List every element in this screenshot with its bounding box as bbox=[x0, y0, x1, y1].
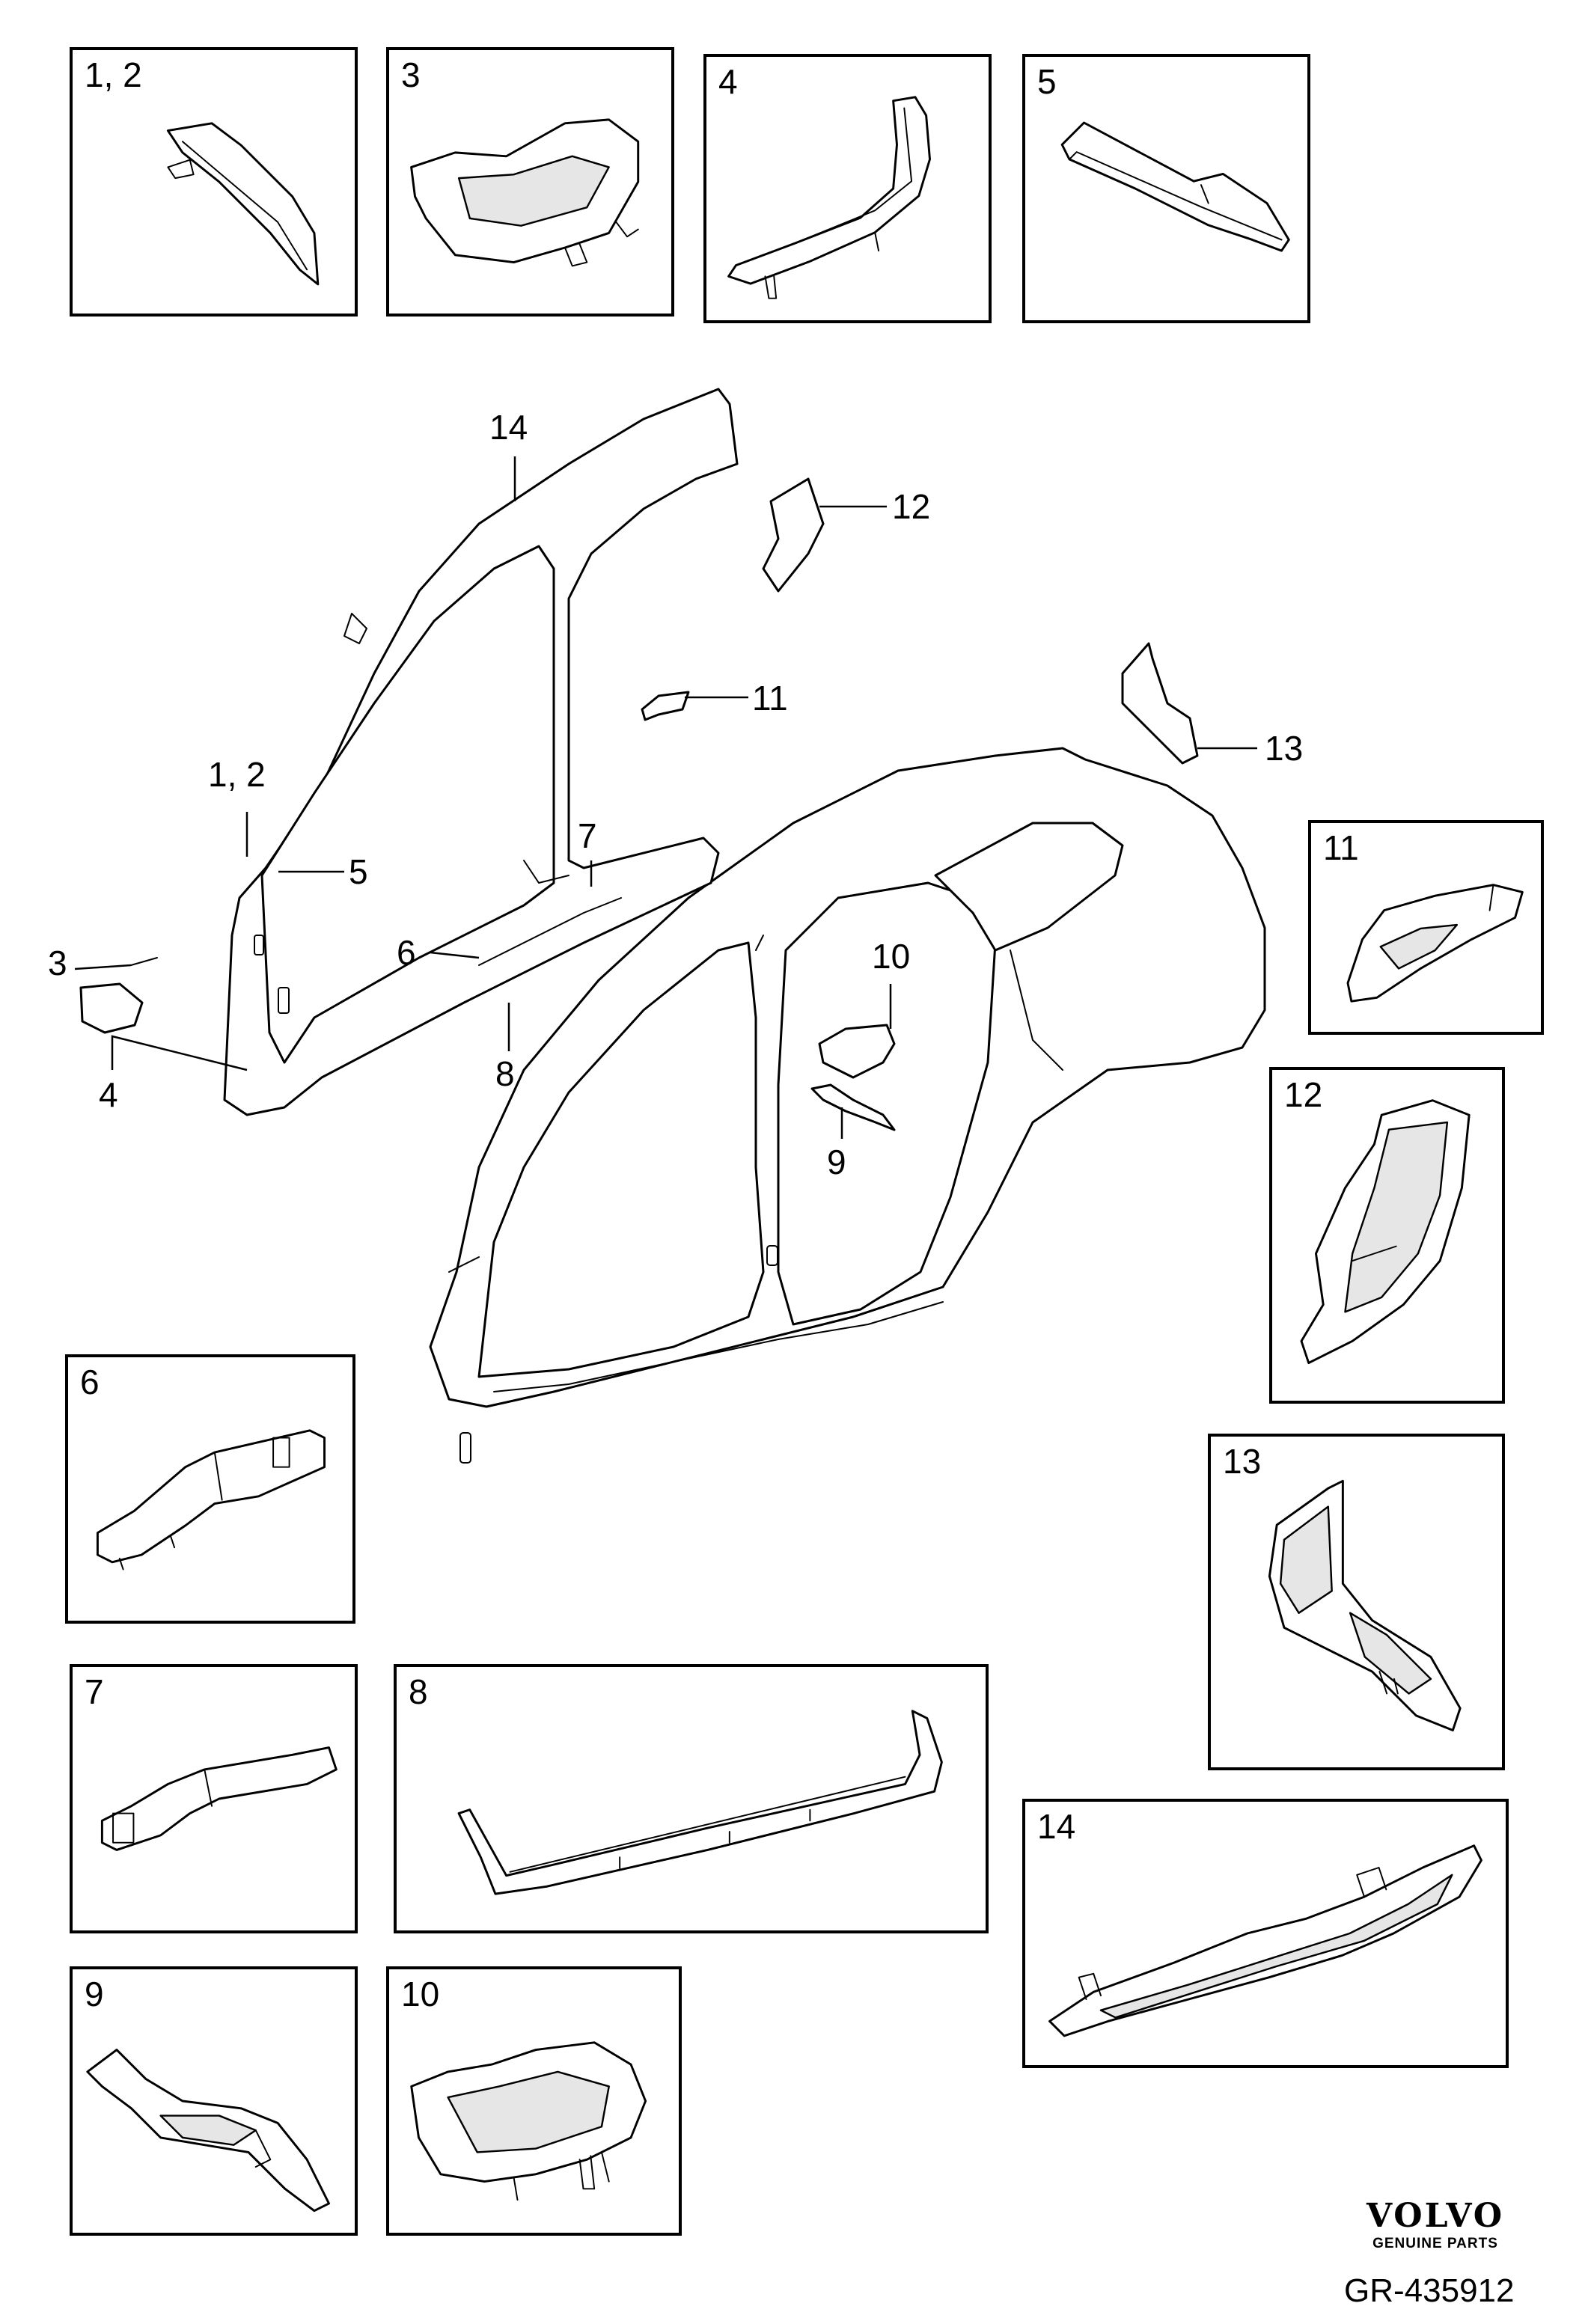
callout-9: 9 bbox=[827, 1143, 846, 1181]
detail-box-label: 10 bbox=[401, 1975, 440, 2013]
part-1-2-drawing bbox=[166, 122, 320, 286]
detail-box-label: 9 bbox=[85, 1975, 104, 2013]
part-12-small bbox=[762, 477, 825, 593]
detail-box-8: 8 bbox=[394, 1664, 989, 1933]
part-8-drawing bbox=[457, 1710, 943, 1895]
callout-10: 10 bbox=[872, 937, 911, 976]
part-10-drawing bbox=[410, 2041, 647, 2201]
detail-box-10: 10 bbox=[386, 1966, 682, 2236]
callout-13: 13 bbox=[1265, 729, 1304, 768]
detail-box-label: 4 bbox=[718, 62, 738, 101]
part-10-small bbox=[818, 1024, 896, 1079]
part-11-small bbox=[641, 691, 690, 721]
callout-7: 7 bbox=[578, 816, 597, 855]
figure-reference: GR-435912 bbox=[1344, 2272, 1515, 2309]
callout-11: 11 bbox=[752, 679, 788, 718]
leader-4 bbox=[111, 1035, 248, 1071]
detail-box-9: 9 bbox=[70, 1966, 358, 2236]
part-13-drawing bbox=[1268, 1479, 1462, 1731]
detail-box-label: 3 bbox=[401, 55, 421, 94]
detail-box-label: 11 bbox=[1323, 828, 1359, 867]
detail-box-13: 13 bbox=[1208, 1434, 1505, 1770]
detail-box-label: 12 bbox=[1284, 1075, 1323, 1114]
brand-name: VOLVO bbox=[1366, 2197, 1505, 2235]
detail-box-12: 12 bbox=[1269, 1067, 1505, 1404]
callout-3: 3 bbox=[48, 944, 67, 982]
detail-box-1-2: 1, 2 bbox=[70, 47, 358, 317]
callout-4: 4 bbox=[99, 1075, 118, 1114]
part-13-small bbox=[1121, 642, 1199, 765]
detail-box-3: 3 bbox=[386, 47, 674, 317]
detail-box-label: 5 bbox=[1037, 62, 1057, 101]
callout-1-2: 1, 2 bbox=[208, 755, 266, 794]
detail-box-6: 6 bbox=[65, 1354, 355, 1624]
part-4-drawing bbox=[727, 96, 931, 299]
callout-6: 6 bbox=[397, 933, 416, 972]
part-11-drawing bbox=[1346, 884, 1524, 1003]
detail-box-14: 14 bbox=[1022, 1799, 1509, 2068]
outer-body-side-panel bbox=[429, 747, 1266, 1464]
part-12-drawing bbox=[1300, 1099, 1471, 1365]
detail-box-4: 4 bbox=[703, 54, 992, 323]
detail-box-label: 14 bbox=[1037, 1807, 1076, 1846]
volvo-genuine-parts-logo: VOLVO GENUINE PARTS bbox=[1353, 2200, 1518, 2252]
detail-box-label: 13 bbox=[1223, 1442, 1262, 1481]
part-3-drawing bbox=[410, 118, 640, 267]
leader-3 bbox=[74, 964, 132, 970]
detail-box-5: 5 bbox=[1022, 54, 1310, 323]
detail-box-label: 1, 2 bbox=[85, 55, 142, 94]
detail-box-label: 6 bbox=[80, 1363, 100, 1401]
part-14-drawing bbox=[1048, 1844, 1482, 2037]
part-3-4-small bbox=[79, 957, 158, 1034]
callout-12: 12 bbox=[892, 487, 931, 526]
part-5-drawing bbox=[1060, 121, 1290, 252]
callout-5: 5 bbox=[349, 852, 368, 891]
detail-box-label: 7 bbox=[85, 1672, 104, 1711]
detail-box-label: 8 bbox=[409, 1672, 428, 1711]
detail-box-11: 11 bbox=[1308, 820, 1544, 1035]
part-9-small bbox=[810, 1083, 896, 1131]
brand-tagline: GENUINE PARTS bbox=[1372, 2236, 1498, 2251]
detail-box-7: 7 bbox=[70, 1664, 358, 1933]
part-9-drawing bbox=[86, 2049, 330, 2213]
callout-8: 8 bbox=[495, 1054, 515, 1093]
leader-6 bbox=[430, 951, 480, 959]
inner-front-side-frame bbox=[223, 388, 739, 1116]
callout-14: 14 bbox=[489, 408, 528, 447]
part-7-drawing bbox=[100, 1746, 338, 1851]
part-6-drawing bbox=[96, 1429, 326, 1571]
